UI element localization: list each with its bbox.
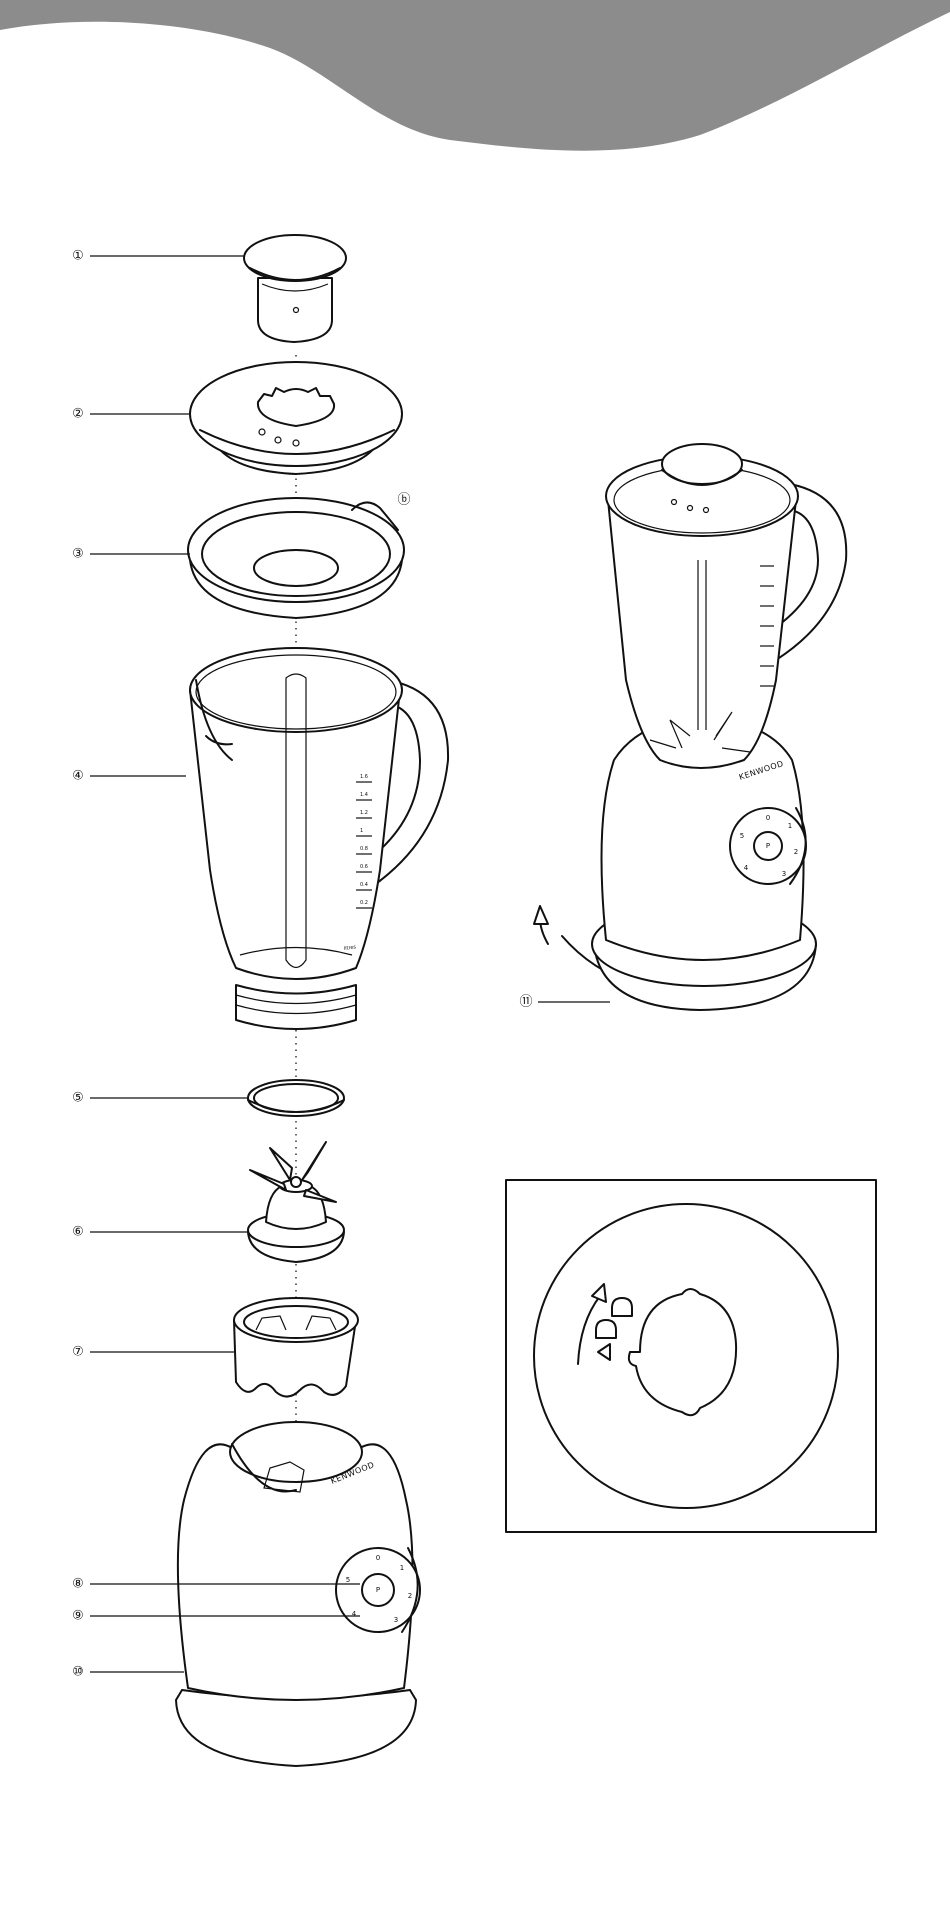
callout-4: ④ xyxy=(72,769,84,784)
dial-label-pulse: P xyxy=(766,842,770,850)
jug-scale-mark: 1 xyxy=(360,828,363,834)
dial-label-2: 2 xyxy=(408,1592,412,1600)
dial-label-3: 3 xyxy=(394,1616,398,1624)
dial-label-3: 3 xyxy=(782,870,786,878)
callout-7: ⑦ xyxy=(72,1345,84,1360)
callout-9: ⑨ xyxy=(72,1609,84,1624)
dial-label-0: 0 xyxy=(766,814,770,822)
callout-11: ⑪ xyxy=(519,995,532,1010)
jug-scale-mark: 0.8 xyxy=(360,846,368,852)
callout-1: ① xyxy=(72,249,84,264)
dial-label-1: 1 xyxy=(788,822,792,830)
assembled-blender: KENWOOD P 0 1 2 3 4 5 xyxy=(534,444,846,1010)
dial-label-pulse: P xyxy=(376,1586,380,1594)
speed-dial-assembled: P 0 1 2 3 4 5 xyxy=(730,808,806,884)
unlocked-padlock-icon xyxy=(596,1320,616,1338)
jug-scale-mark: 1.2 xyxy=(360,810,368,816)
callout-3: ③ xyxy=(72,547,84,562)
dial-label-5: 5 xyxy=(346,1576,350,1584)
locked-padlock-icon xyxy=(612,1298,632,1316)
callout-5: ⑤ xyxy=(72,1091,84,1106)
part-goblet: 1.6 1.4 1.2 1 0.8 0.6 0.4 0.2 litres xyxy=(190,648,448,1029)
speed-dial-exploded: P 0 1 2 3 4 5 xyxy=(336,1548,420,1632)
part-sealing-ring xyxy=(248,1080,344,1116)
callout-2: ② xyxy=(72,407,84,422)
callout-b: ⓑ xyxy=(397,493,410,508)
callout-10: ⑩ xyxy=(72,1665,84,1680)
jug-scale-mark: 1.6 xyxy=(360,774,368,780)
dial-label-4: 4 xyxy=(352,1610,357,1618)
dial-label-5: 5 xyxy=(740,832,744,840)
jug-scale-mark: 0.4 xyxy=(360,882,368,888)
callout-6: ⑥ xyxy=(72,1225,84,1240)
dial-label-4: 4 xyxy=(744,864,749,872)
part-lid-seal xyxy=(188,498,404,618)
part-locking-collar xyxy=(234,1298,358,1397)
dial-label-1: 1 xyxy=(400,1564,404,1572)
lid-inset-panel xyxy=(506,1180,876,1532)
jug-scale-mark: 0.2 xyxy=(360,900,368,906)
callout-8: ⑧ xyxy=(72,1577,84,1592)
part-lid xyxy=(190,362,402,474)
part-motor-base: KENWOOD P 0 1 2 3 4 5 xyxy=(176,1422,420,1766)
part-measuring-cap xyxy=(244,235,346,342)
jug-scale-mark: 0.6 xyxy=(360,864,368,870)
header-wave xyxy=(0,0,950,151)
dial-label-0: 0 xyxy=(376,1554,380,1562)
jug-scale-mark: 1.4 xyxy=(360,792,368,798)
dial-label-2: 2 xyxy=(794,848,798,856)
